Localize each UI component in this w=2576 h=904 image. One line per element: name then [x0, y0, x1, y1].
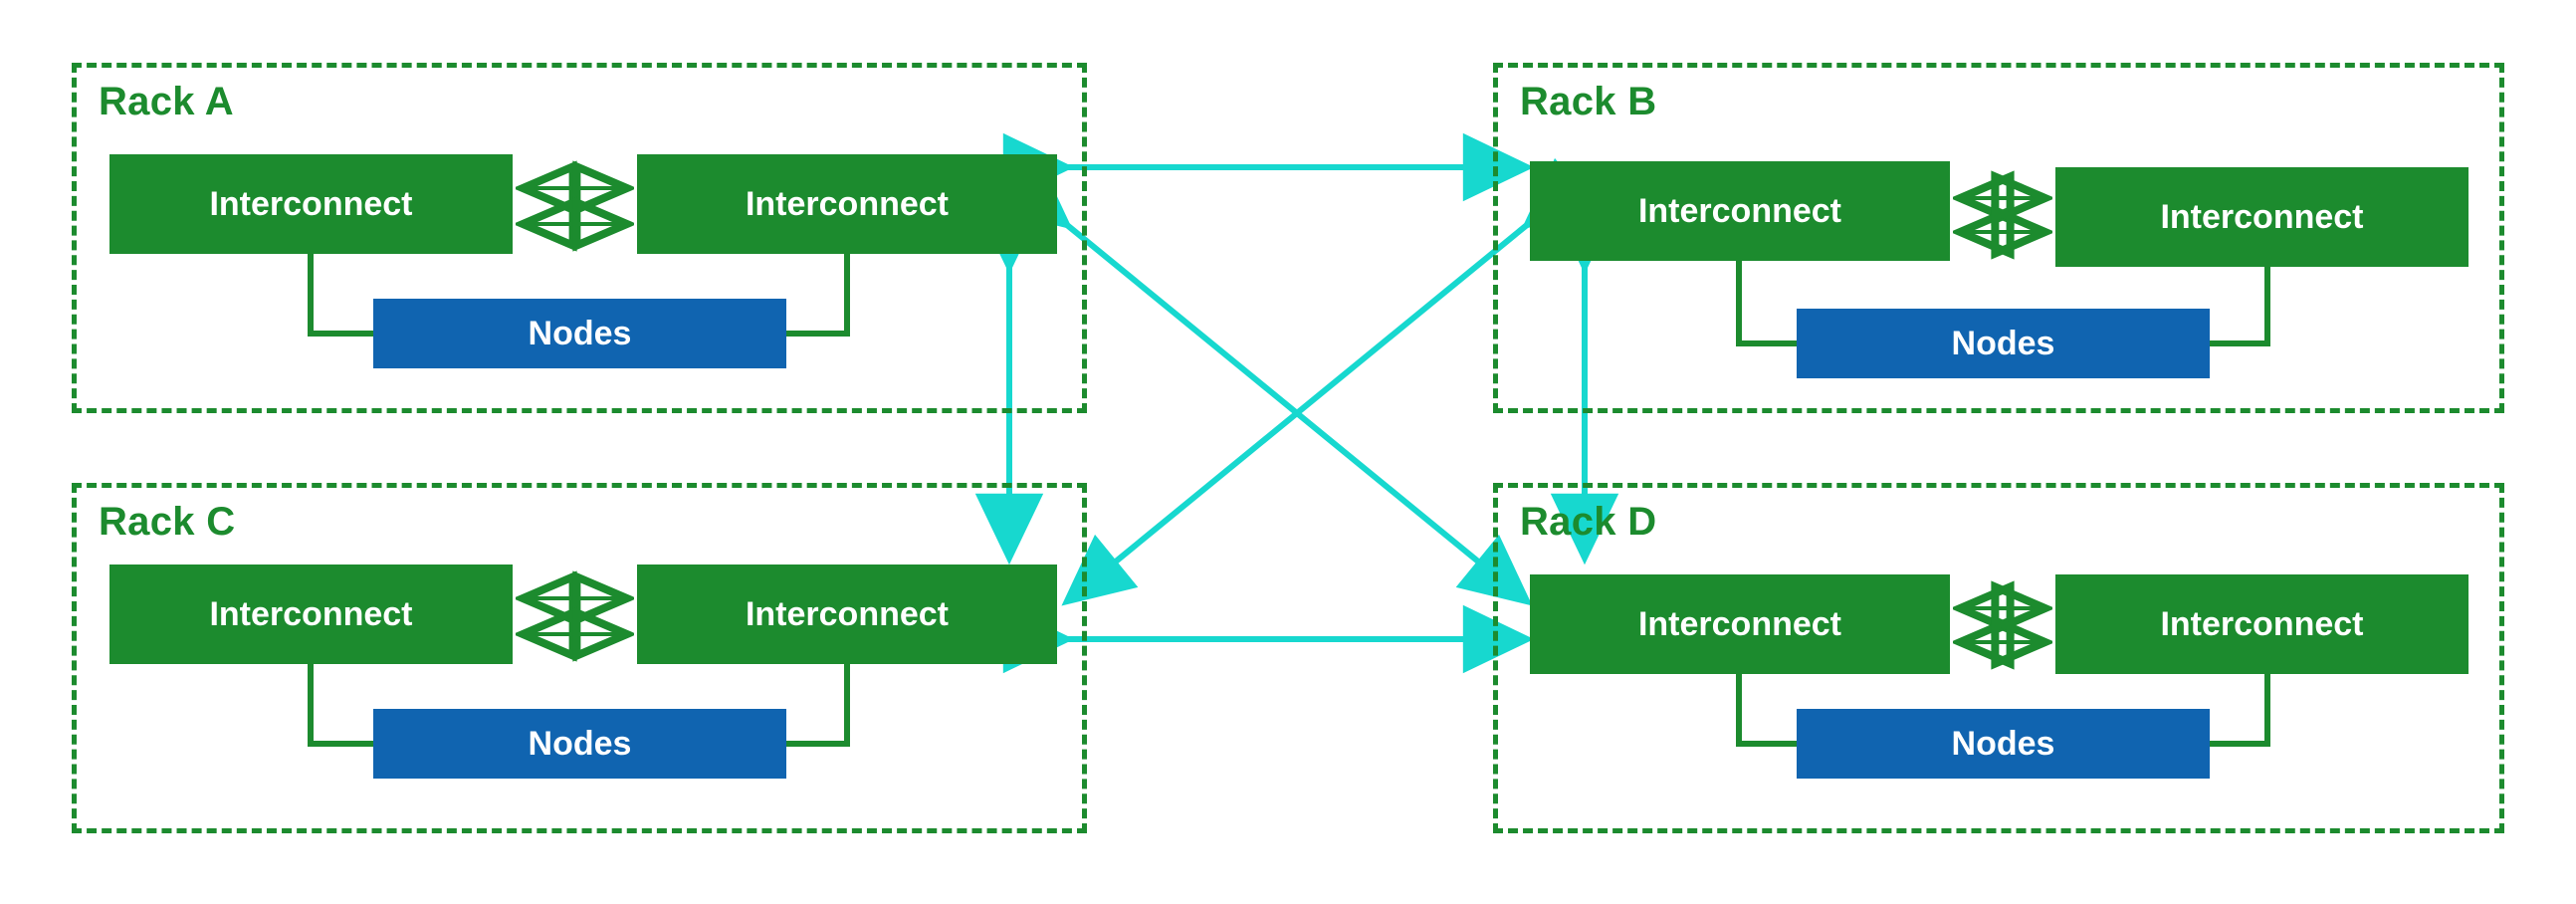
- rack-c-label: Rack C: [99, 500, 236, 544]
- interconnect-label: Interconnect: [1637, 604, 1842, 643]
- rack-a-label: Rack A: [99, 80, 234, 123]
- interconnect-label: Interconnect: [745, 184, 950, 223]
- rack-d-interconnect-left[interactable]: Interconnect: [1530, 574, 1950, 674]
- rack-d-interconnect-right[interactable]: Interconnect: [2055, 574, 2469, 674]
- rack-a-nodes[interactable]: Nodes: [373, 299, 786, 368]
- rack-a-interconnect-right[interactable]: Interconnect: [637, 154, 1057, 254]
- rack-b-interconnect-right[interactable]: Interconnect: [2055, 167, 2469, 267]
- interconnect-label: Interconnect: [2160, 197, 2364, 236]
- rack-d-nodes[interactable]: Nodes: [1797, 709, 2210, 779]
- interconnect-label: Interconnect: [1637, 191, 1842, 230]
- rack-a-interconnect-left[interactable]: Interconnect: [109, 154, 513, 254]
- rack-c-interconnect-right[interactable]: Interconnect: [637, 565, 1057, 664]
- rack-c-nodes[interactable]: Nodes: [373, 709, 786, 779]
- rack-b-label: Rack B: [1520, 80, 1657, 123]
- rack-b-nodes[interactable]: Nodes: [1797, 309, 2210, 378]
- nodes-label: Nodes: [528, 314, 632, 352]
- nodes-label: Nodes: [528, 724, 632, 763]
- interconnect-label: Interconnect: [745, 594, 950, 633]
- rack-d-label: Rack D: [1520, 500, 1657, 544]
- rack-c-interconnect-left[interactable]: Interconnect: [109, 565, 513, 664]
- rack-b-interconnect-left[interactable]: Interconnect: [1530, 161, 1950, 261]
- interconnect-label: Interconnect: [209, 184, 413, 223]
- nodes-label: Nodes: [1951, 324, 2055, 362]
- interconnect-label: Interconnect: [209, 594, 413, 633]
- link-b-c: [1061, 157, 1599, 606]
- nodes-label: Nodes: [1951, 724, 2055, 763]
- link-a-d: [995, 157, 1533, 606]
- interconnect-label: Interconnect: [2160, 604, 2364, 643]
